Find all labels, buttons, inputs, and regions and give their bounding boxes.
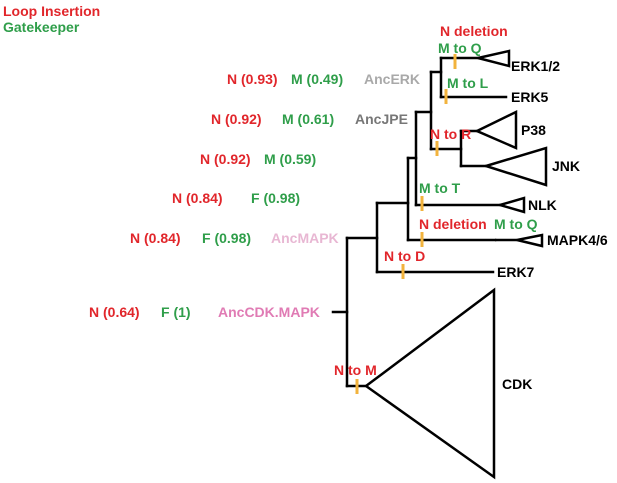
loop-value-node-092: N (0.92)	[200, 151, 251, 167]
gatekeeper-value-node-092: M (0.59)	[264, 151, 316, 167]
gatekeeper-value-ancmapk: F (0.98)	[202, 230, 251, 246]
clade-cdk	[363, 287, 496, 480]
event-marks	[355, 54, 457, 394]
event-m-to-q-mid: M to Q	[494, 216, 538, 232]
event-n-deletion-mid: N deletion	[419, 216, 487, 232]
gatekeeper-value-node-084: F (0.98)	[251, 190, 300, 206]
loop-value-ancerk: N (0.93)	[227, 71, 278, 87]
ancestor-label-anccdk-mapk: AncCDK.MAPK	[218, 304, 320, 320]
leaf-cdk: CDK	[502, 376, 532, 392]
clade-nlk	[495, 196, 526, 214]
leaf-mapk46: MAPK4/6	[547, 232, 608, 248]
ancestor-label-ancerk: AncERK	[364, 71, 420, 87]
clade-jnk	[481, 146, 548, 187]
ancestor-label-ancjpe: AncJPE	[355, 111, 408, 127]
leaf-nlk: NLK	[528, 197, 557, 213]
clade-p38	[474, 110, 518, 150]
loop-value-anccdk-mapk: N (0.64)	[89, 304, 140, 320]
loop-value-node-084: N (0.84)	[172, 190, 223, 206]
ancestor-label-ancmapk: AncMAPK	[271, 230, 339, 246]
event-n-to-m: N to M	[334, 362, 377, 378]
legend-loop-insertion: Loop Insertion	[3, 3, 101, 19]
loop-value-ancjpe: N (0.92)	[211, 111, 262, 127]
gatekeeper-value-ancerk: M (0.49)	[291, 71, 343, 87]
gatekeeper-value-ancjpe: M (0.61)	[282, 111, 334, 127]
gatekeeper-value-anccdk-mapk: F (1)	[161, 304, 191, 320]
clade-mapk46	[516, 233, 544, 248]
event-n-to-d: N to D	[384, 248, 425, 264]
clade-erk12	[477, 49, 511, 68]
event-n-to-r: N to R	[430, 126, 471, 142]
event-n-deletion-top: N deletion	[440, 23, 508, 39]
event-m-to-q-top: M to Q	[438, 40, 482, 56]
leaf-p38: P38	[521, 122, 546, 138]
leaf-erk12: ERK1/2	[511, 58, 560, 74]
leaf-erk5: ERK5	[511, 89, 549, 105]
loop-value-ancmapk: N (0.84)	[130, 230, 181, 246]
leaf-erk7: ERK7	[497, 264, 535, 280]
event-m-to-l: M to L	[447, 75, 489, 91]
event-m-to-t: M to T	[419, 180, 461, 196]
legend-gatekeeper: Gatekeeper	[3, 19, 80, 35]
leaf-jnk: JNK	[552, 158, 580, 174]
collapsed-clades	[363, 49, 548, 480]
